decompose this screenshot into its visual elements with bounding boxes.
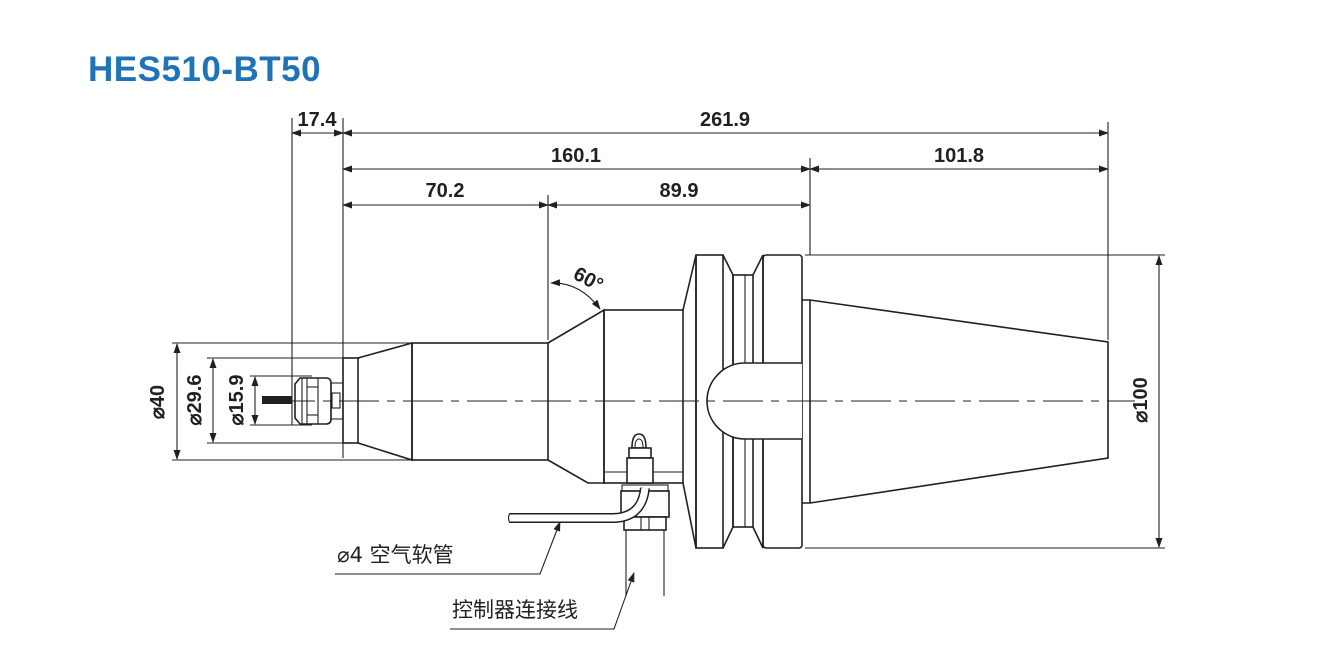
dim-label-collar-diameter: ⌀29.6 [184, 375, 206, 426]
extension-lines [172, 118, 1165, 549]
dim-101-8: 101.8 [809, 145, 1109, 173]
air-hose [507, 487, 650, 524]
dim-dia-100: ⌀100 [1130, 255, 1163, 548]
dim-dia-40: ⌀40 [147, 343, 181, 460]
dim-dia-29-6: ⌀29.6 [184, 358, 217, 443]
callout-controller-cable: 控制器连接线 [450, 572, 635, 630]
dim-label-overall-length: 261.9 [700, 109, 750, 131]
dim-label-front-section: 70.2 [426, 180, 465, 202]
dim-label-body-length: 160.1 [551, 145, 601, 167]
product-title: HES510-BT50 [88, 50, 322, 89]
stylus [262, 396, 292, 404]
dim-label-body-diameter: ⌀40 [147, 385, 169, 419]
air-hose-label: ⌀4 空气软管 [337, 543, 454, 567]
controller-cable-label: 控制器连接线 [452, 598, 578, 622]
dim-label-mid-section: 89.9 [660, 180, 699, 202]
angle-label: 60° [570, 263, 607, 297]
dim-label-taper-length: 101.8 [934, 145, 984, 167]
dim-label-flange-diameter: ⌀100 [1130, 377, 1152, 422]
dim-dia-15-9: ⌀15.9 [226, 375, 259, 426]
callout-air-hose: ⌀4 空气软管 [335, 521, 561, 575]
dim-label-stylus-offset: 17.4 [298, 109, 338, 131]
dim-261-9: 261.9 [342, 109, 1109, 137]
angle-60: 60° [550, 263, 607, 310]
dim-160-1: 160.1 [342, 145, 811, 173]
dim-70-2: 70.2 [342, 180, 549, 209]
dim-label-probe-diameter: ⌀15.9 [226, 375, 248, 426]
dim-17-4: 17.4 [291, 109, 344, 137]
dim-89-9: 89.9 [547, 180, 811, 209]
